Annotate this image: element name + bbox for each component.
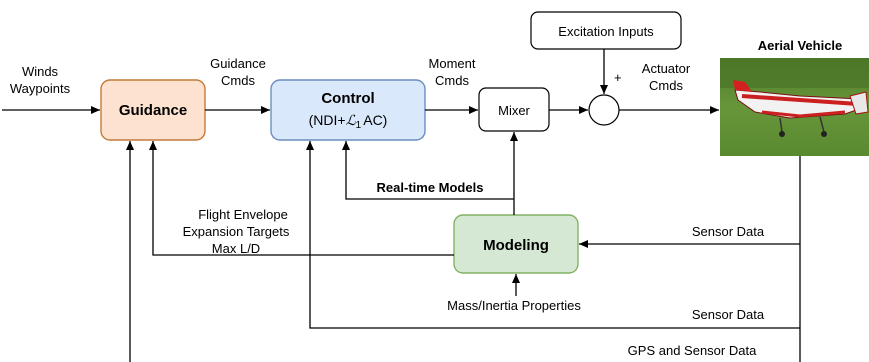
mass-inertia-label: Mass/Inertia Properties xyxy=(447,298,581,313)
modeling-block-label: Modeling xyxy=(483,237,549,254)
actuator-cmds-label-2: Cmds xyxy=(649,78,683,93)
guidance-block-label: Guidance xyxy=(119,102,187,119)
flight-envelope-label-2: Expansion Targets xyxy=(183,224,290,239)
sum-junction xyxy=(588,94,620,126)
sensor-data-label-2: Sensor Data xyxy=(692,307,765,322)
excitation-inputs-label: Excitation Inputs xyxy=(558,24,654,39)
control-block xyxy=(270,79,426,141)
gps-sensor-data-label: GPS and Sensor Data xyxy=(628,343,757,358)
guidance-cmds-label-2: Cmds xyxy=(221,73,255,88)
moment-cmds-label-2: Cmds xyxy=(435,73,469,88)
flight-envelope-label-1: Flight Envelope xyxy=(198,207,288,222)
actuator-cmds-label-1: Actuator xyxy=(642,61,691,76)
modeling-to-guidance-arrow xyxy=(149,141,454,256)
flight-envelope-label-3: Max L/D xyxy=(212,241,260,256)
realtime-models-arrow xyxy=(342,141,514,200)
aerial-vehicle-photo xyxy=(720,58,869,156)
sensor-data-label-1: Sensor Data xyxy=(692,224,765,239)
control-block-title: Control xyxy=(321,90,374,107)
realtime-models-label: Real-time Models xyxy=(377,180,484,195)
modeling-block xyxy=(453,214,579,274)
sensor-to-control-arrow xyxy=(306,141,800,329)
moment-cmds-label-1: Moment xyxy=(429,56,476,71)
excitation-inputs-block xyxy=(530,11,682,50)
winds-label: Winds xyxy=(22,64,59,79)
aerial-vehicle-title: Aerial Vehicle xyxy=(758,38,843,53)
sum-plus-sign: + xyxy=(614,70,622,85)
waypoints-label: Waypoints xyxy=(10,81,71,96)
mixer-block-label: Mixer xyxy=(498,103,530,118)
guidance-cmds-label-1: Guidance xyxy=(210,56,266,71)
